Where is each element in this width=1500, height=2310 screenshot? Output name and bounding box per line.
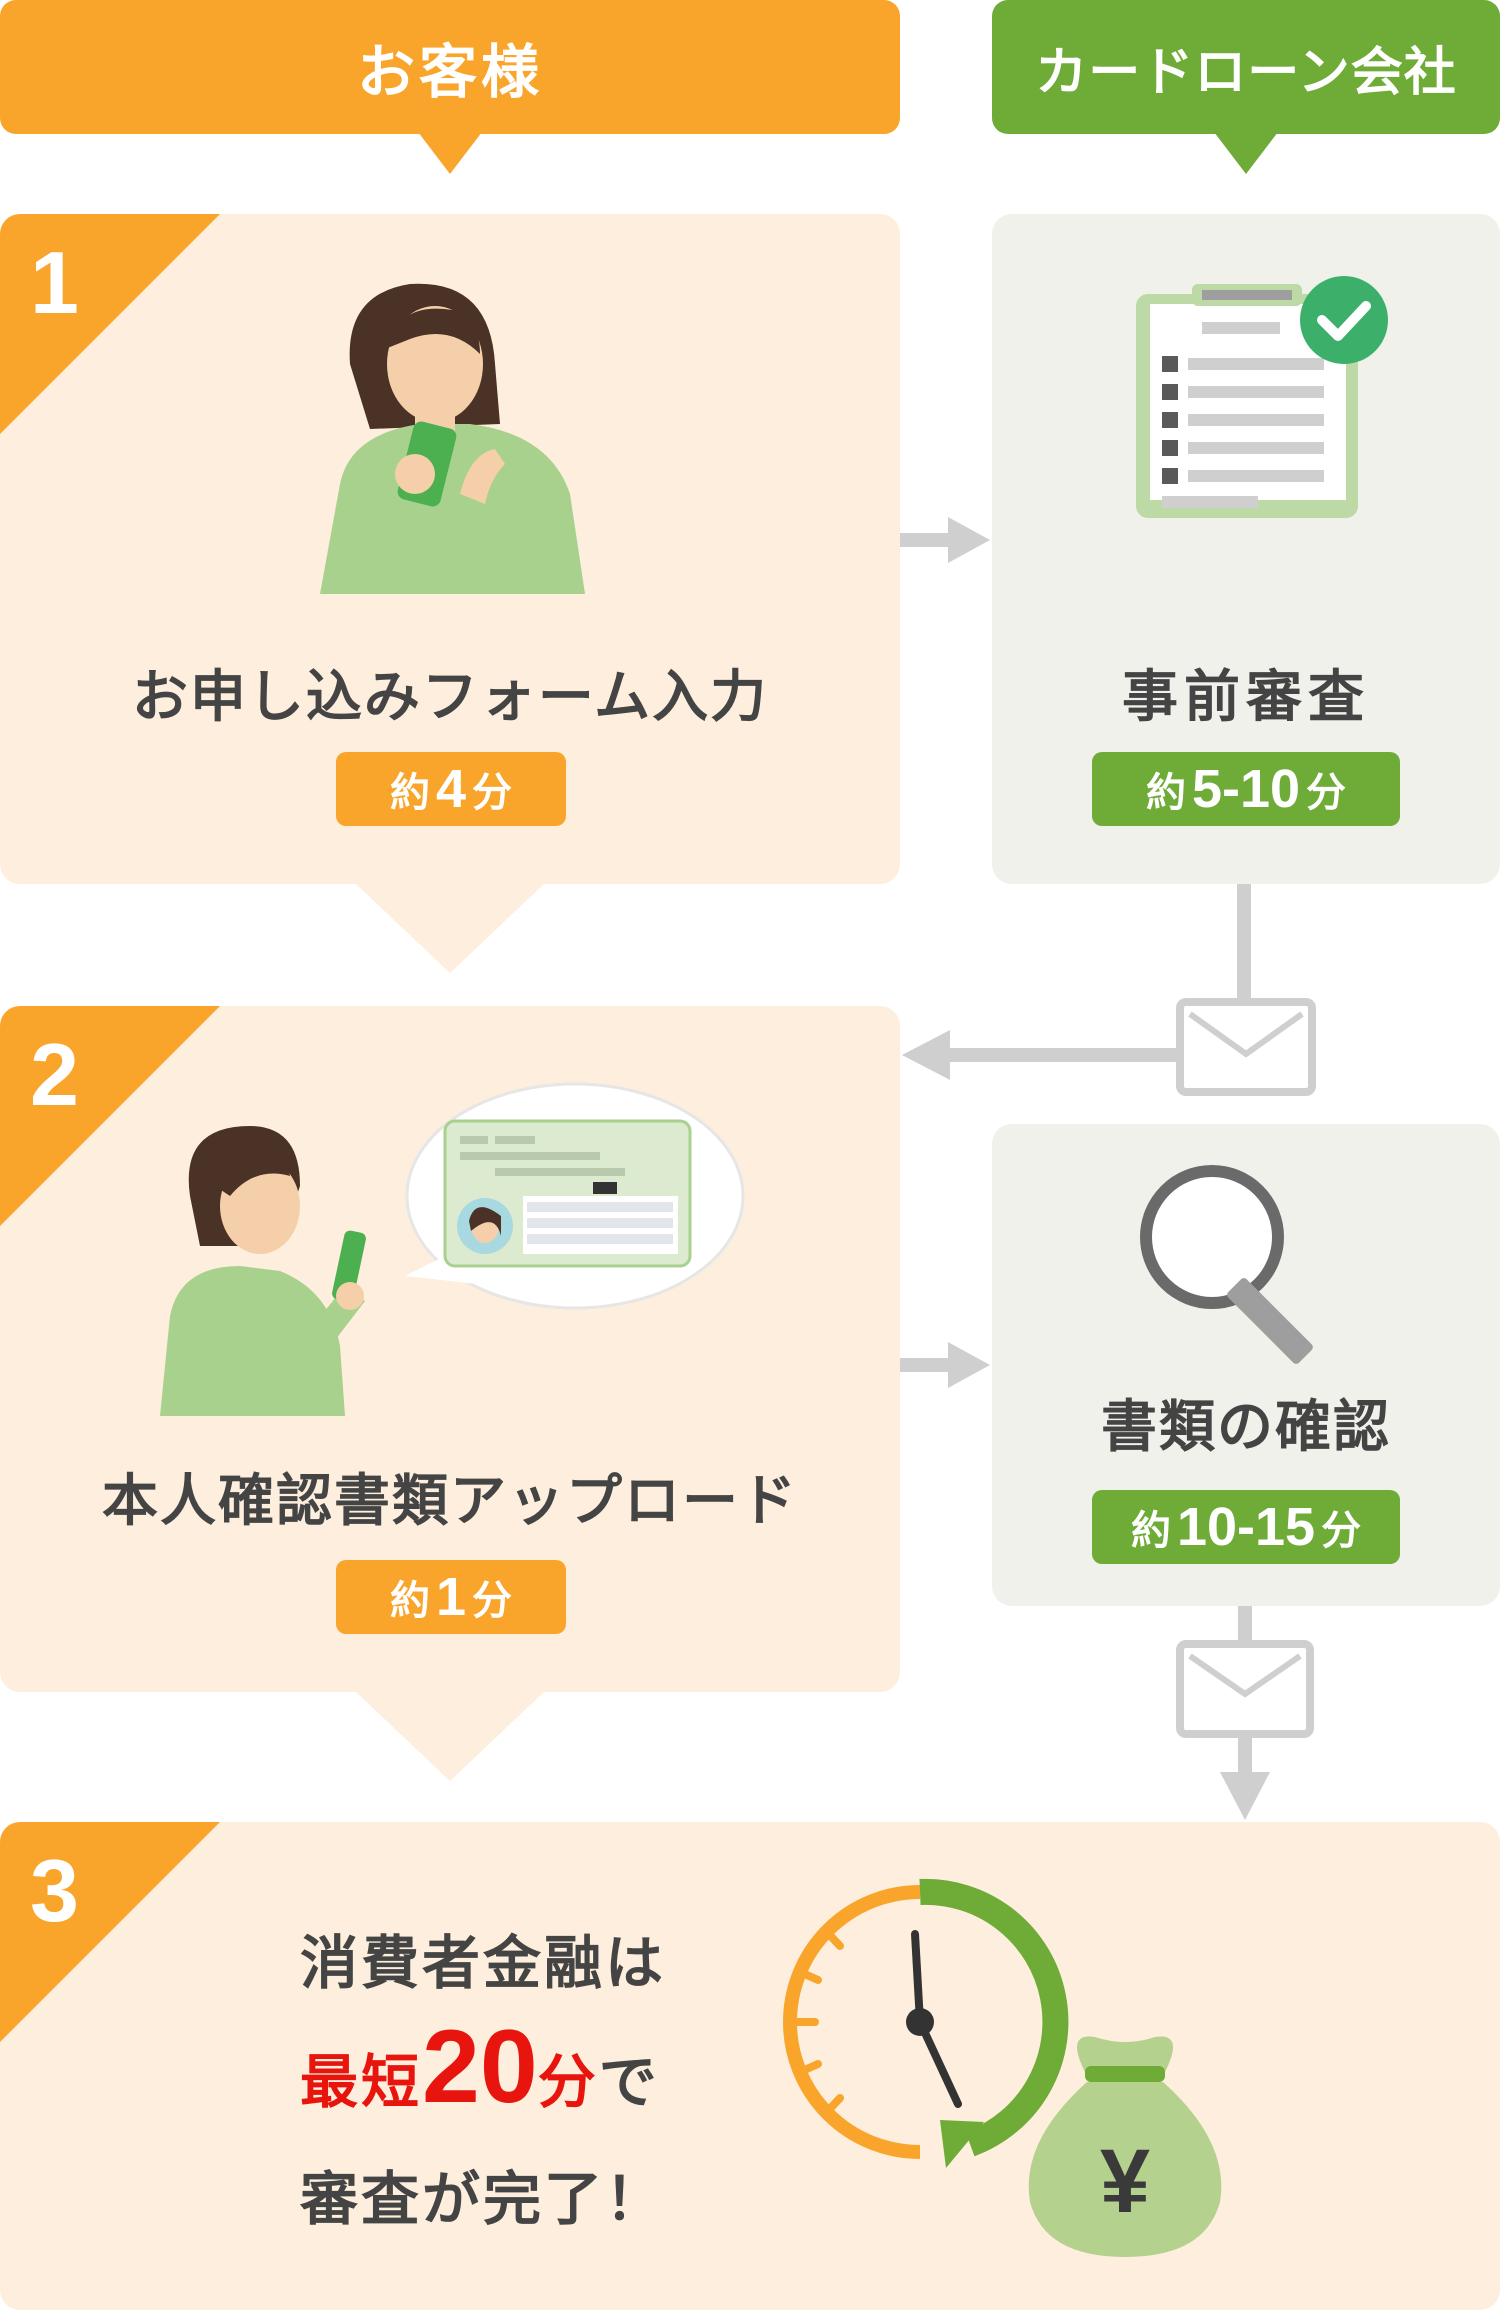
final-line-2-number: 20 bbox=[422, 2009, 538, 2125]
step-2-time-prefix: 約 bbox=[389, 1578, 430, 1624]
company-step-1-time-badge: 約 5-10 分 bbox=[1092, 752, 1400, 826]
company-step-2-time-unit: 分 bbox=[1321, 1508, 1362, 1554]
woman-phone-profile-icon bbox=[160, 1126, 366, 1416]
customer-header-label: お客様 bbox=[356, 38, 543, 106]
company-step-2-time-value: 10-15 bbox=[1176, 1497, 1316, 1557]
mail-envelope-connector-icon bbox=[1176, 1606, 1314, 1820]
final-line-2: 最短20分で bbox=[300, 2002, 660, 2147]
company-step-1-time-prefix: 約 bbox=[1145, 770, 1186, 816]
step-1-time-unit: 分 bbox=[472, 770, 513, 816]
company-step-1-time-unit: 分 bbox=[1306, 770, 1347, 816]
step-1-number: 1 bbox=[30, 233, 79, 332]
step-3-panel: 3 消費者金融は 最短20分で 審査が完了！ ¥ bbox=[0, 1822, 1500, 2310]
checklist-clipboard-icon bbox=[1136, 276, 1388, 518]
step-2-time-value: 1 bbox=[435, 1567, 467, 1627]
step-1-label: お申し込みフォーム入力 bbox=[131, 665, 769, 730]
company-step-1-panel: 事前審査 約 5-10 分 bbox=[992, 214, 1500, 884]
customer-header-notch bbox=[418, 132, 482, 174]
step-1-panel: 1 お申し込みフォーム入力 約 4 分 bbox=[0, 214, 900, 884]
step-1-time-value: 4 bbox=[435, 759, 467, 819]
final-line-1: 消費者金融は bbox=[300, 1929, 667, 1997]
step-2-time-badge: 約 1 分 bbox=[336, 1560, 566, 1634]
yen-symbol: ¥ bbox=[1100, 2132, 1150, 2232]
company-step-1-label: 事前審査 bbox=[1122, 665, 1370, 730]
arrow-right-icon bbox=[900, 1342, 990, 1388]
magnifier-icon bbox=[1140, 1165, 1313, 1364]
step-2-panel: 2 本人確認書類アップロード 約 1 分 bbox=[0, 1006, 900, 1692]
step-2-label: 本人確認書類アップロード bbox=[102, 1469, 798, 1534]
step-1-time-badge: 約 4 分 bbox=[336, 752, 566, 826]
id-card-speech-bubble-icon bbox=[405, 1082, 745, 1310]
step-1-down-notch bbox=[355, 883, 545, 973]
company-step-2-time-prefix: 約 bbox=[1130, 1508, 1171, 1554]
customer-header: お客様 bbox=[0, 0, 900, 134]
step-2-time-unit: 分 bbox=[472, 1578, 513, 1624]
company-header: カードローン会社 bbox=[992, 0, 1500, 134]
company-step-2-time-badge: 約 10-15 分 bbox=[1092, 1490, 1400, 1564]
step-1-time-prefix: 約 bbox=[389, 770, 430, 816]
woman-phone-icon bbox=[320, 283, 585, 594]
final-line-2-unit: 分 bbox=[537, 2048, 599, 2116]
final-line-2-prefix: 最短 bbox=[300, 2048, 423, 2116]
company-step-2-label: 書類の確認 bbox=[1101, 1395, 1391, 1460]
final-line-3: 審査が完了！ bbox=[300, 2165, 667, 2233]
company-step-1-time-value: 5-10 bbox=[1191, 759, 1301, 819]
arrow-right-icon bbox=[900, 517, 990, 563]
step-2-down-notch bbox=[355, 1691, 545, 1781]
company-step-2-panel: 書類の確認 約 10-15 分 bbox=[992, 1124, 1500, 1606]
company-header-notch bbox=[1214, 132, 1278, 174]
money-bag-icon: ¥ bbox=[1028, 2036, 1222, 2257]
company-header-label: カードローン会社 bbox=[1035, 42, 1457, 103]
mail-envelope-connector-icon bbox=[902, 884, 1316, 1096]
step-3-number: 3 bbox=[30, 1841, 79, 1940]
final-line-2-suffix: で bbox=[598, 2048, 660, 2116]
step-2-number: 2 bbox=[30, 1025, 79, 1124]
clock-icon bbox=[783, 1878, 1069, 2168]
